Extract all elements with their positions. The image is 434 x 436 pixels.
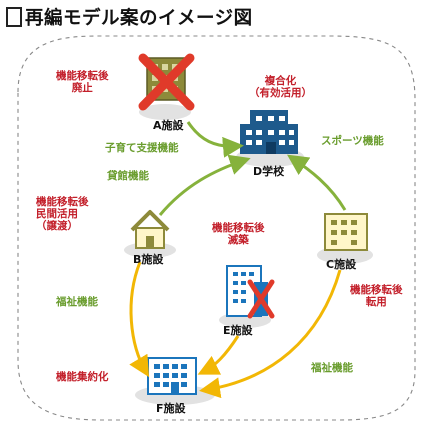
demolished-tall-building-icon bbox=[226, 265, 275, 319]
flow-c-to-f-label: 福祉機能 bbox=[311, 362, 353, 374]
f-status-label: 機能集約化 bbox=[56, 371, 109, 383]
flow-b-to-f-label: 福祉機能 bbox=[56, 296, 98, 308]
arrow-e-to-f bbox=[197, 335, 240, 375]
arrow-a-to-d bbox=[186, 121, 244, 158]
a-ground bbox=[139, 104, 191, 120]
d-status-label: 複合化 （有効活用） bbox=[249, 75, 312, 100]
boundary-dashed-outline bbox=[17, 35, 416, 421]
house-icon bbox=[130, 210, 170, 249]
e-status-label: 機能移転後 滅築 bbox=[212, 222, 265, 247]
demolished-building-icon bbox=[138, 53, 195, 111]
title-text: 再編モデル案のイメージ図 bbox=[25, 8, 253, 29]
flow-b-to-d-label: 貸館機能 bbox=[107, 170, 149, 182]
b-name-label: B施設 bbox=[133, 253, 164, 266]
arrow-b-to-d bbox=[158, 154, 251, 216]
d-name-label: D学校 bbox=[253, 165, 285, 178]
flow-a-to-d-label: 子育て支援機能 bbox=[105, 142, 179, 154]
arrow-c-to-d bbox=[287, 154, 347, 211]
f-name-label: F施設 bbox=[156, 402, 186, 415]
c-status-label: 機能移転後 転用 bbox=[350, 284, 403, 309]
a-status-label: 機能移転後 廃止 bbox=[56, 70, 109, 95]
title-square-icon bbox=[6, 7, 22, 27]
flow-c-to-d-label: スポーツ機能 bbox=[321, 135, 384, 147]
arrow-b-to-f bbox=[129, 261, 150, 378]
arrow-c-to-f bbox=[199, 269, 342, 399]
e-name-label: E施設 bbox=[223, 324, 253, 337]
c-office-building-icon bbox=[324, 213, 368, 251]
b-status-label: 機能移転後 民間活用 （譲渡） bbox=[36, 196, 89, 233]
school-building-icon bbox=[240, 110, 298, 154]
f-office-building-icon bbox=[147, 357, 197, 395]
c-name-label: C施設 bbox=[326, 258, 357, 271]
a-name-label: A施設 bbox=[153, 119, 184, 132]
page-title: 再編モデル案のイメージ図 bbox=[6, 4, 253, 30]
